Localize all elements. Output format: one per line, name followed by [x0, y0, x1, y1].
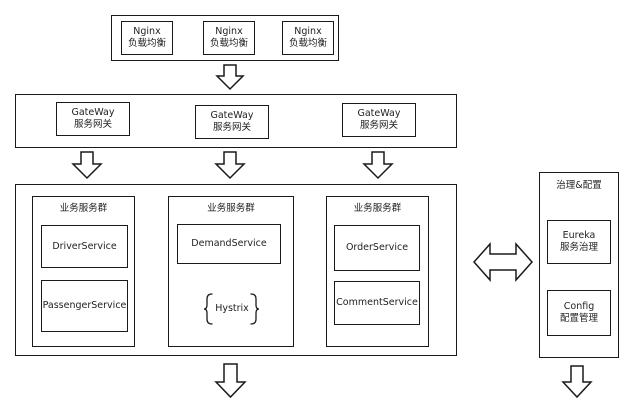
left-brace-icon [203, 293, 213, 325]
down-arrow-gateway-services-3 [362, 151, 394, 180]
down-arrow-nginx-gateway [215, 64, 245, 91]
nginx-node-2: Nginx 负载均衡 [203, 21, 255, 55]
config-name: Config [563, 301, 595, 312]
service-node-passenger: PassengerService [41, 280, 128, 332]
config-desc: 配置管理 [559, 313, 598, 324]
gateway-node-name: GateWay [210, 110, 254, 121]
eureka-desc: 服务治理 [559, 242, 598, 253]
nginx-node-desc: 负载均衡 [288, 38, 327, 49]
gateway-node-desc: 服务网关 [73, 119, 112, 130]
nginx-node-desc: 负载均衡 [209, 38, 248, 49]
down-arrow-services-bottom [214, 363, 247, 399]
eureka-node: Eureka 服务治理 [547, 220, 611, 264]
cluster-title: 业务服务群 [207, 203, 255, 214]
cluster-title: 业务服务群 [353, 203, 402, 214]
eureka-name: Eureka [562, 230, 596, 241]
down-arrow-gateway-services-2 [214, 151, 246, 180]
gateway-node-1: GateWay 服务网关 [56, 102, 130, 136]
config-node: Config 配置管理 [547, 290, 611, 336]
nginx-node-name: Nginx [215, 26, 243, 37]
nginx-node-name: Nginx [133, 26, 161, 37]
hystrix-label: Hystrix [215, 303, 249, 314]
service-name: DriverService [52, 240, 117, 252]
service-node-order: OrderService [334, 225, 420, 271]
service-cluster-2 [168, 196, 294, 347]
nginx-node-1: Nginx 负载均衡 [121, 21, 173, 55]
gateway-node-desc: 服务网关 [359, 120, 398, 131]
nginx-node-desc: 负载均衡 [127, 38, 166, 49]
gateway-node-name: GateWay [71, 107, 115, 118]
down-arrow-governance-bottom [561, 365, 593, 399]
gateway-node-desc: 服务网关 [212, 122, 251, 133]
service-name: CommentService [336, 297, 418, 308]
service-name: PassengerService [42, 300, 127, 311]
right-brace-icon [250, 293, 260, 325]
service-name: DemandService [191, 238, 267, 249]
gateway-node-name: GateWay [357, 108, 401, 119]
down-arrow-gateway-services-1 [71, 151, 103, 180]
cluster-title: 业务服务群 [59, 203, 108, 214]
double-arrow-services-governance [472, 242, 534, 282]
service-node-comment: CommentService [334, 281, 420, 325]
service-node-driver: DriverService [41, 225, 128, 268]
nginx-node-name: Nginx [294, 26, 322, 37]
gateway-node-3: GateWay 服务网关 [342, 103, 416, 137]
service-node-demand: DemandService [177, 224, 281, 264]
service-name: OrderService [345, 242, 409, 253]
governance-title: 治理&配置 [556, 180, 602, 191]
gateway-node-2: GateWay 服务网关 [195, 105, 269, 139]
nginx-node-3: Nginx 负载均衡 [282, 21, 334, 55]
